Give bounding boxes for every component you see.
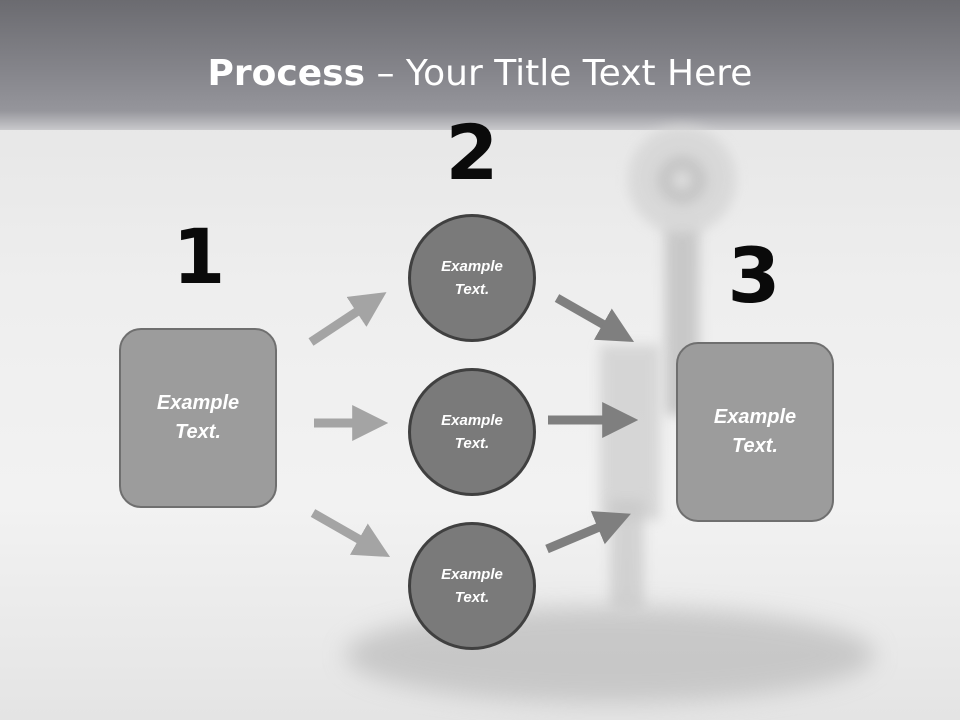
step-number-2: 2: [445, 108, 499, 197]
arrow-right-icon: [308, 292, 387, 346]
page-title-bold: Process: [207, 53, 366, 94]
step-number-3: 3: [727, 231, 781, 320]
circle-middle-text-line1: Example: [441, 412, 503, 429]
circle-top-text-line1: Example: [441, 258, 503, 275]
step-3-text-line1: Example: [713, 406, 797, 428]
step-3-box: Example Text.: [676, 342, 834, 522]
arrow-right-icon: [545, 511, 631, 554]
circle-top-text-line2: Text.: [454, 281, 490, 298]
step-number-1: 1: [172, 212, 226, 301]
page-title: Process – Your Title Text Here: [0, 52, 960, 96]
step-1-box: Example Text.: [119, 328, 277, 508]
circle-bottom-text-line1: Example: [441, 566, 503, 583]
arrow-right-icon: [310, 509, 391, 558]
step-2-circle-top: Example Text.: [408, 214, 536, 342]
step-3-text-line2: Text.: [732, 435, 778, 457]
step-2-circle-bottom: Example Text.: [408, 522, 536, 650]
step-1-text-line1: Example: [156, 392, 240, 414]
page-title-light: – Your Title Text Here: [365, 53, 753, 94]
circle-middle-text-line2: Text.: [454, 435, 490, 452]
step-2-circle-middle: Example Text.: [408, 368, 536, 496]
step-1-text-line2: Text.: [175, 421, 221, 443]
header-band: [0, 0, 960, 130]
circle-bottom-text-line2: Text.: [454, 589, 490, 606]
arrow-right-icon: [554, 294, 635, 343]
